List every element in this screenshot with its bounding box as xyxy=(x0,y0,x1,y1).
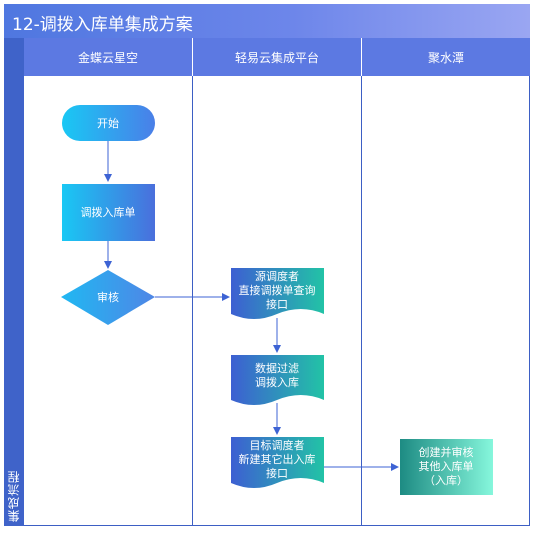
audit-decision-node: 审核 xyxy=(61,270,155,325)
source-scheduler-line-2: 直接调拨单查询 xyxy=(239,283,316,297)
lane-header-qingyiyun: 轻易云集成平台 xyxy=(193,38,361,76)
lane-divider-2 xyxy=(361,76,362,526)
create-audit-line-2: 其他入库单 xyxy=(419,460,474,473)
page-title: 12-调拨入库单集成方案 xyxy=(12,15,193,35)
create-audit-line-3: （入库） xyxy=(424,474,468,487)
create-audit-line-1: 创建并审核 xyxy=(419,445,474,459)
data-filter-line-2: 调拨入库 xyxy=(255,375,299,389)
audit-label: 审核 xyxy=(97,290,119,304)
target-scheduler-line-3: 接口 xyxy=(266,467,288,480)
start-node-label: 开始 xyxy=(97,116,119,130)
lane-header-jushuitan: 聚水潭 xyxy=(362,38,530,76)
lane-divider-1 xyxy=(192,76,193,526)
transfer-doc-label: 调拨入库单 xyxy=(81,205,136,219)
source-scheduler-line-1: 源调度者 xyxy=(255,269,299,283)
data-filter-line-1: 数据过滤 xyxy=(255,361,299,375)
create-audit-node: 创建并审核 其他入库单 （入库） xyxy=(400,439,493,495)
transfer-doc-node: 调拨入库单 xyxy=(62,184,155,241)
target-scheduler-node: 目标调度者 新建其它出入库 接口 xyxy=(231,437,324,488)
source-scheduler-node: 源调度者 直接调拨单查询 接口 xyxy=(231,268,324,319)
sidebar: 集成流程 xyxy=(4,38,24,526)
start-node: 开始 xyxy=(62,105,155,141)
data-filter-node: 数据过滤 调拨入库 xyxy=(231,355,324,405)
title-bar: 12-调拨入库单集成方案 xyxy=(4,4,530,38)
source-scheduler-line-3: 接口 xyxy=(266,298,288,311)
lane-header-kingdee: 金蝶云星空 xyxy=(24,38,192,76)
target-scheduler-line-1: 目标调度者 xyxy=(250,438,305,452)
target-scheduler-line-2: 新建其它出入库 xyxy=(239,452,316,466)
